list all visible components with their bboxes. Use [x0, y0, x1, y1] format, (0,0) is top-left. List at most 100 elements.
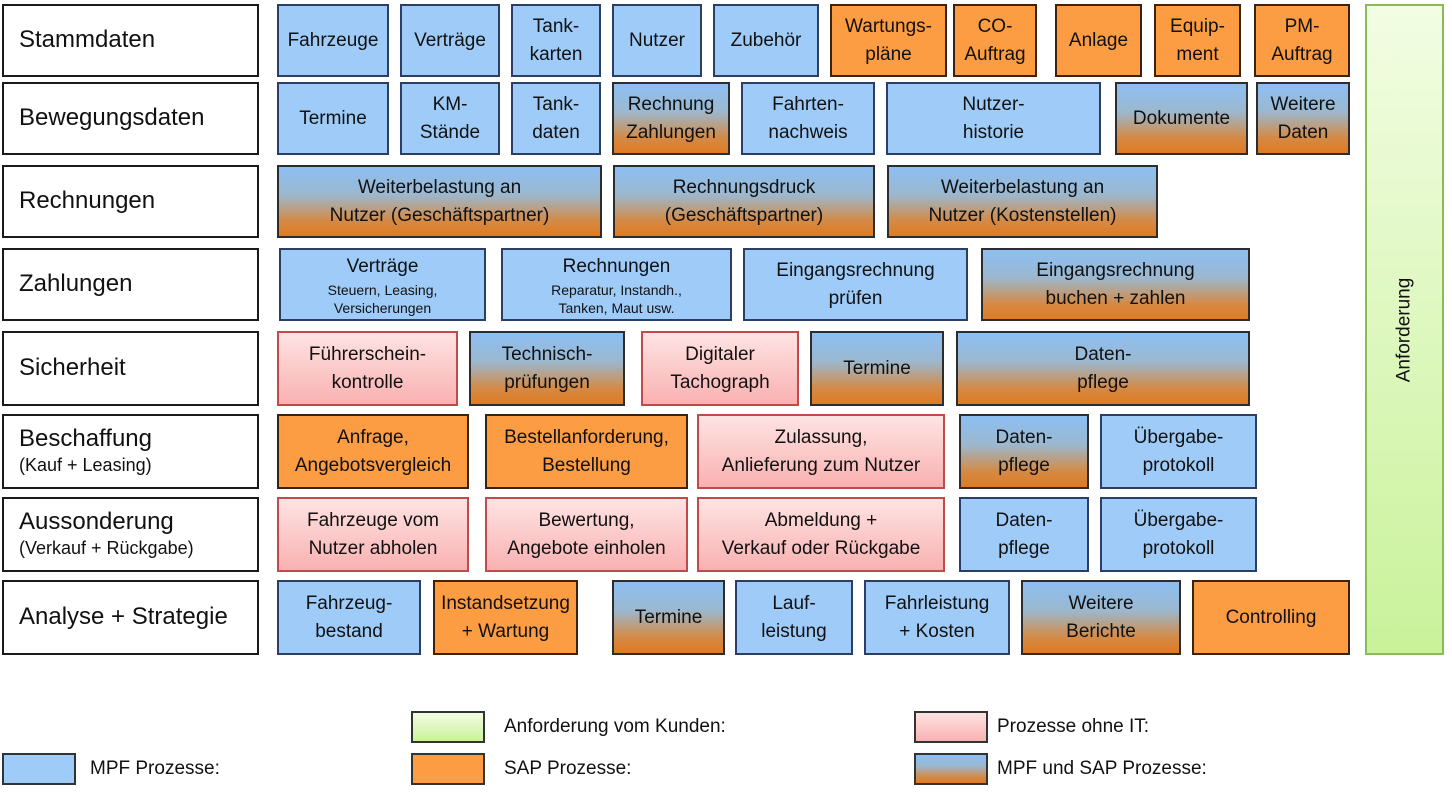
category-title: Aussonderung — [19, 508, 174, 536]
process-label-line: Eingangsrechnung — [776, 259, 935, 281]
process-label-line: Nutzer — [629, 29, 685, 51]
process-label-line: Zahlungen — [626, 121, 716, 143]
process-label-line: Tank- — [532, 15, 580, 37]
process-label-line: Digitaler — [685, 343, 755, 365]
process-box-weiterbelastung-an-nutzer-kostenstellen: Weiterbelastung an Nutzer (Kostenstellen) — [887, 165, 1158, 238]
process-detail-line: Tanken, Maut usw. — [558, 299, 675, 316]
category-title: Bewegungsdaten — [19, 104, 205, 132]
category-title: Sicherheit — [19, 354, 126, 382]
process-label-line: Daten- — [995, 509, 1053, 531]
process-label-line: Fahrten- — [772, 93, 844, 115]
process-label-line: Führerschein- — [308, 343, 427, 365]
process-label-line: Weitere — [1270, 93, 1336, 115]
process-box-rechnungsdruck-geschäftspartner: Rechnungsdruck(Geschäftspartner) — [613, 165, 875, 238]
process-box-fahrleistung-kosten: Fahrleistung+ Kosten — [864, 580, 1010, 655]
legend-label-both: MPF und SAP Prozesse: — [997, 758, 1207, 779]
process-label-line: Weitere — [1068, 592, 1134, 614]
process-label-line: Übergabe- — [1133, 426, 1224, 448]
process-label-line: prüfen — [828, 287, 883, 309]
category-aussonderung: Aussonderung(Verkauf + Rückgabe) — [2, 497, 259, 572]
process-box-zubehör: Zubehör — [713, 4, 819, 77]
process-box-termine: Termine — [810, 331, 944, 406]
process-label-line: Verträge — [346, 255, 419, 277]
category-title: Beschaffung — [19, 425, 152, 453]
process-label-line: Fahrzeuge — [287, 29, 379, 51]
process-label-line: (Geschäftspartner) — [664, 204, 824, 226]
process-label-line: Equip- — [1170, 15, 1225, 37]
legend-label-req: Anforderung vom Kunden: — [504, 716, 726, 737]
process-label-line: Weiterbelastung an — [357, 176, 522, 198]
process-label-line: Tachograph — [670, 371, 770, 393]
process-label-line: Daten- — [1074, 343, 1132, 365]
process-label-line: Lauf- — [772, 592, 816, 614]
process-box-termine: Termine — [277, 82, 389, 155]
category-beschaffung: Beschaffung(Kauf + Leasing) — [2, 414, 259, 489]
process-box-fahrzeug-bestand: Fahrzeug-bestand — [277, 580, 421, 655]
process-label-line: Termine — [299, 107, 367, 129]
process-box-lauf-leistung: Lauf-leistung — [735, 580, 853, 655]
process-box-fahrzeuge: Fahrzeuge — [277, 4, 389, 77]
category-sicherheit: Sicherheit — [2, 331, 259, 406]
process-label-line: leistung — [761, 620, 827, 642]
process-label-line: Übergabe- — [1133, 509, 1224, 531]
process-box-verträge: Verträge — [400, 4, 500, 77]
process-label-line: Fahrzeug- — [305, 592, 393, 614]
process-label-line: Nutzer (Geschäftspartner) — [329, 204, 550, 226]
process-label-line: Termine — [634, 606, 703, 628]
process-label-line: Weiterbelastung an — [940, 176, 1105, 198]
process-box-technisch-prüfungen: Technisch-prüfungen — [469, 331, 625, 406]
process-label-line: daten — [532, 121, 580, 143]
process-label-line: KM- — [432, 93, 468, 115]
process-label-line: Wartungs- — [845, 15, 932, 37]
process-label-line: nachweis — [768, 121, 848, 143]
process-label-line: Auftrag — [1271, 43, 1333, 65]
process-label-line: Daten — [1277, 121, 1329, 143]
process-label-line: Nutzer- — [962, 93, 1025, 115]
category-subtitle: (Verkauf + Rückgabe) — [19, 538, 194, 559]
process-label-line: Abmeldung + — [764, 509, 878, 531]
process-box-equip-ment: Equip-ment — [1154, 4, 1241, 77]
process-box-daten-pflege: Daten-pflege — [959, 414, 1089, 489]
category-stammdaten: Stammdaten — [2, 4, 259, 77]
process-label-line: Instandsetzung — [441, 592, 570, 614]
process-label-line: Bestellanforderung, — [504, 426, 669, 448]
process-box-übergabe-protokoll: Übergabe-protokoll — [1100, 497, 1257, 572]
process-label-line: PM- — [1284, 15, 1320, 37]
process-label-line: Bestellung — [542, 454, 631, 476]
category-title: Zahlungen — [19, 270, 133, 298]
category-title: Stammdaten — [19, 26, 156, 54]
category-subtitle: (Kauf + Leasing) — [19, 455, 152, 476]
process-label-line: Berichte — [1066, 620, 1136, 642]
process-label-line: Zulassung, — [774, 426, 868, 448]
process-detail-line: Versicherungen — [333, 299, 432, 316]
process-label-line: karten — [529, 43, 583, 65]
process-box-tank-karten: Tank-karten — [511, 4, 601, 77]
process-label-line: Daten- — [995, 426, 1053, 448]
process-detail-line: Reparatur, Instandh., — [551, 281, 682, 298]
legend-swatch-both — [914, 753, 988, 785]
category-bewegungsdaten: Bewegungsdaten — [2, 82, 259, 155]
process-label-line: historie — [962, 121, 1025, 143]
process-label-line: bestand — [315, 620, 383, 642]
process-label-line: Anlieferung zum Nutzer — [721, 454, 921, 476]
process-label-line: Dokumente — [1132, 107, 1231, 129]
process-label-line: Nutzer (Kostenstellen) — [928, 204, 1117, 226]
process-label-line: Rechnungen — [562, 255, 671, 277]
category-analyse-strategie: Analyse + Strategie — [2, 580, 259, 655]
process-label-line: Fahrzeuge vom — [306, 509, 439, 531]
process-label-line: + Wartung — [461, 620, 550, 642]
category-rechnungen: Rechnungen — [2, 165, 259, 238]
process-label-line: Angebote einholen — [507, 537, 666, 559]
process-label-line: Angebotsvergleich — [294, 454, 452, 476]
process-box-daten-pflege: Daten-pflege — [956, 331, 1250, 406]
legend-swatch-sap — [411, 753, 485, 785]
process-box-km-stände: KM-Stände — [400, 82, 500, 155]
process-label-line: Technisch- — [501, 343, 593, 365]
